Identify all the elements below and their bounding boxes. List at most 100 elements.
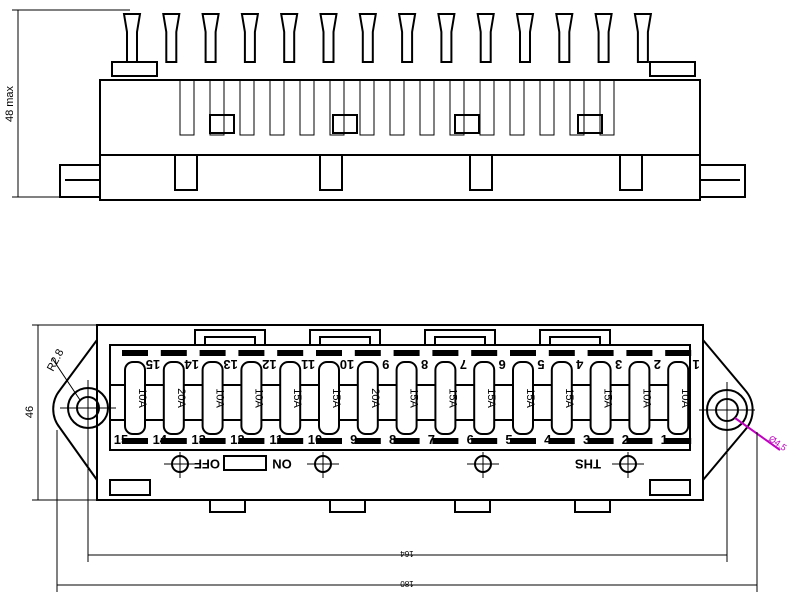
terminal-pin — [555, 13, 574, 63]
fuse-body — [279, 361, 302, 435]
fuse-number-top: 5 — [537, 357, 544, 372]
terminal — [393, 438, 420, 444]
terminal-pin — [633, 13, 653, 63]
mounting-feet — [59, 164, 746, 198]
rib — [389, 80, 405, 136]
fuse-number-top: 9 — [382, 357, 389, 372]
window — [332, 114, 358, 134]
fuse-number-bottom: 14 — [153, 432, 168, 447]
switch-slot — [223, 455, 267, 471]
terminal — [354, 350, 381, 356]
fuse-number-top: 4 — [575, 357, 583, 372]
fuse-rating: 15A — [485, 388, 497, 408]
terminal — [548, 350, 575, 356]
fuse-body — [124, 361, 146, 435]
fuse-number-bottom: 4 — [544, 432, 552, 447]
height-dimension-label: 48 max — [4, 85, 16, 122]
terminal-pin — [594, 13, 613, 63]
fuse-number-bottom: 9 — [350, 432, 357, 447]
fuse-rating: 15A — [524, 388, 536, 408]
terminal — [238, 350, 265, 356]
terminal — [160, 438, 187, 444]
fuse-number-top: 2 — [654, 357, 661, 372]
fuse-rating: 15A — [408, 388, 420, 408]
terminal — [316, 350, 342, 356]
terminal-pin — [319, 13, 338, 63]
fuse-number-bottom: 11 — [269, 432, 283, 447]
post — [319, 154, 343, 191]
hole-dimension-label: Ø4.5 — [767, 433, 789, 452]
fuse-number-top: 10 — [340, 357, 354, 372]
terminal — [587, 438, 614, 444]
terminal — [626, 350, 653, 356]
center-marks — [60, 380, 755, 438]
fuse-rating: 10A — [640, 388, 652, 408]
terminal — [160, 350, 187, 356]
fuse[interactable]: 10A 2 2 — [622, 350, 661, 447]
terminal — [393, 350, 420, 356]
terminal-pin — [162, 13, 181, 63]
terminal — [665, 350, 692, 356]
bottom-tabs — [209, 500, 611, 513]
clip — [539, 329, 611, 345]
fuse-number-top: 14 — [184, 357, 199, 372]
fuse-body — [318, 361, 340, 435]
screw-crosshair — [467, 452, 499, 478]
rib — [239, 80, 255, 136]
fuse-number-bottom: 12 — [230, 432, 244, 447]
terminal — [277, 350, 304, 356]
radius-leader — [51, 357, 81, 401]
rib — [449, 80, 465, 136]
post — [469, 154, 493, 191]
fuse-number-bottom: 13 — [191, 432, 205, 447]
terminal-pin — [397, 13, 417, 63]
fuse-rating: 15A — [446, 388, 458, 408]
rib — [209, 80, 225, 136]
terminal — [122, 350, 148, 356]
terminal — [432, 350, 459, 356]
terminal-pin — [515, 13, 535, 63]
fuse-area — [109, 344, 691, 451]
window — [454, 114, 480, 134]
screw-crosshair — [164, 452, 196, 478]
fuse-rating: 10A — [679, 388, 691, 408]
bottom-body — [96, 324, 704, 501]
rib — [419, 80, 435, 136]
post — [174, 154, 198, 191]
terminal — [665, 438, 692, 444]
fuse-body — [240, 361, 263, 435]
terminal-pin — [437, 13, 456, 63]
bottom-view: 10A151520A141410A131310A121215A111115A10… — [24, 324, 789, 592]
terminal-pin — [240, 13, 260, 63]
fuse-number-top: 1 — [693, 357, 700, 372]
radius-label: R2.8 — [45, 347, 67, 373]
top-clips — [194, 329, 611, 345]
fuse-number-top: 3 — [615, 357, 622, 372]
fuse-body — [473, 361, 496, 435]
fuse-number-bottom: 1 — [661, 432, 668, 447]
fuse[interactable]: 10A 1 1 — [661, 350, 700, 447]
fuse-body — [628, 361, 651, 435]
terminal-pins — [122, 13, 653, 63]
fuse-body — [589, 361, 612, 435]
terminal — [238, 438, 265, 444]
rib — [269, 80, 285, 136]
fuse-number-top: 7 — [460, 357, 467, 372]
terminal — [587, 350, 614, 356]
fuse-number-bottom: 2 — [622, 432, 629, 447]
fuse-rating: 10A — [214, 388, 226, 408]
